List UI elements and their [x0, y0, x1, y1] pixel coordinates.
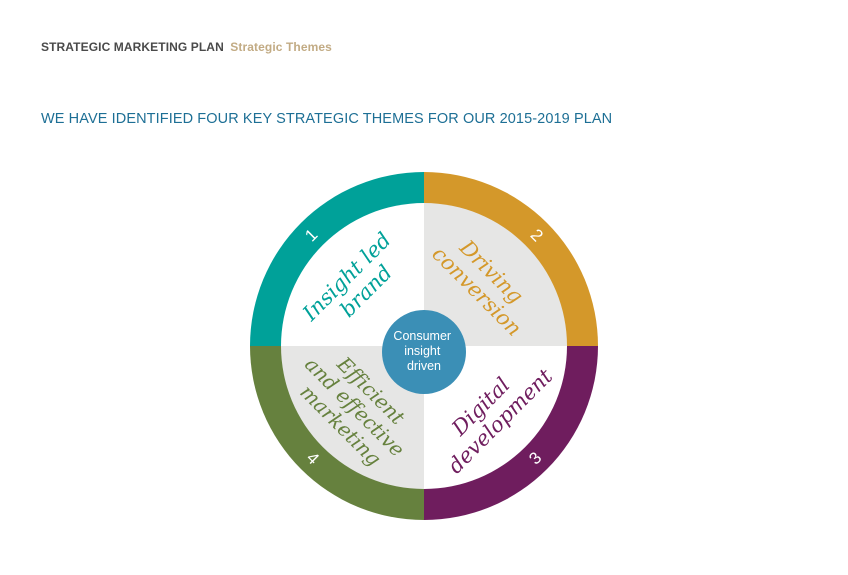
- page-header: STRATEGIC MARKETING PLAN Strategic Theme…: [41, 40, 332, 54]
- center-label-line-1: Consumer: [393, 329, 451, 343]
- headline: WE HAVE IDENTIFIED FOUR KEY STRATEGIC TH…: [41, 111, 613, 127]
- center-label: Consumer insight driven: [393, 329, 454, 373]
- theme-2-panel: [424, 203, 567, 346]
- theme-1-panel: [281, 203, 424, 346]
- center-label-line-2: insight: [404, 344, 441, 358]
- theme-3-panel: [424, 346, 567, 489]
- theme-4-panel: [281, 346, 424, 489]
- center-label-line-3: driven: [407, 359, 441, 373]
- page-title: STRATEGIC MARKETING PLAN: [41, 40, 224, 54]
- section-title: Strategic Themes: [230, 40, 332, 54]
- center-circle: [382, 310, 466, 394]
